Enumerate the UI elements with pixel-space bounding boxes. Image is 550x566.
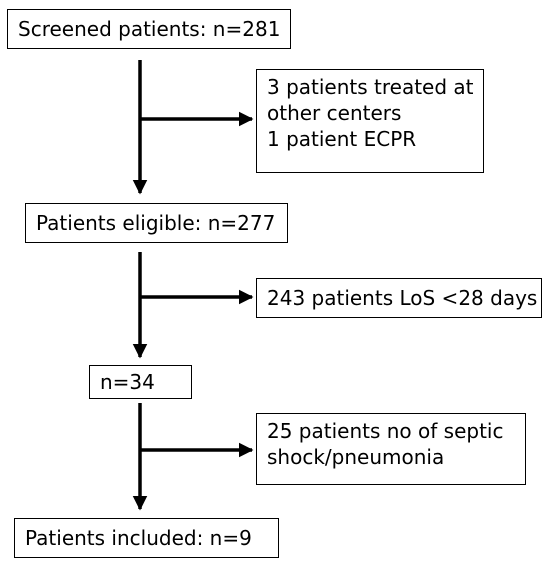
screened-label: Screened patients: n=281 <box>18 17 281 41</box>
remaining-label: n=34 <box>100 370 155 394</box>
remaining-box: n=34 <box>89 365 192 399</box>
eligible-label: Patients eligible: n=277 <box>36 211 276 235</box>
exclusion-1-line-2: other centers <box>267 101 402 125</box>
exclusion-box-3: 25 patients no of septic shock/pneumonia <box>256 413 526 485</box>
screened-box: Screened patients: n=281 <box>7 9 291 49</box>
exclusion-3-line-2: shock/pneumonia <box>267 445 445 469</box>
included-label: Patients included: n=9 <box>25 526 252 550</box>
exclusion-box-1: 3 patients treated at other centers 1 pa… <box>256 69 484 173</box>
included-box: Patients included: n=9 <box>14 518 279 558</box>
exclusion-box-2: 243 patients LoS <28 days <box>256 278 542 318</box>
exclusion-1-line-1: 3 patients treated at <box>267 75 474 99</box>
exclusion-3-line-1: 25 patients no of septic <box>267 419 504 443</box>
exclusion-2-label: 243 patients LoS <28 days <box>267 286 538 310</box>
eligible-box: Patients eligible: n=277 <box>25 203 288 243</box>
exclusion-1-line-3: 1 patient ECPR <box>267 127 417 151</box>
